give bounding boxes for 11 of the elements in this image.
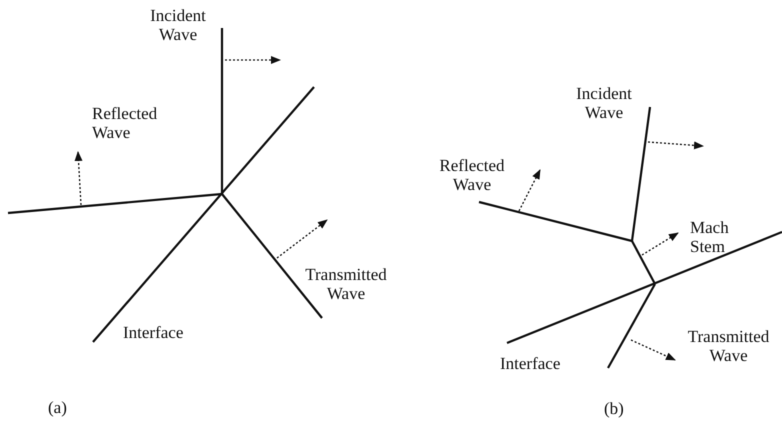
- wave-label: Transmitted Wave: [686, 327, 770, 365]
- panel-label: (a): [48, 398, 67, 417]
- wave-label: Incident Wave: [575, 84, 633, 122]
- wave-label: Interface: [500, 354, 560, 373]
- wave-label: Interface: [123, 323, 184, 342]
- wave-label: Transmitted Wave: [304, 265, 388, 303]
- panel-label: (b): [604, 399, 624, 418]
- wave-label: Incident Wave: [149, 6, 207, 44]
- wave-label: Reflected Wave: [438, 156, 506, 194]
- wave-label: Reflected Wave: [92, 104, 158, 142]
- wave-label: Mach Stem: [690, 218, 730, 256]
